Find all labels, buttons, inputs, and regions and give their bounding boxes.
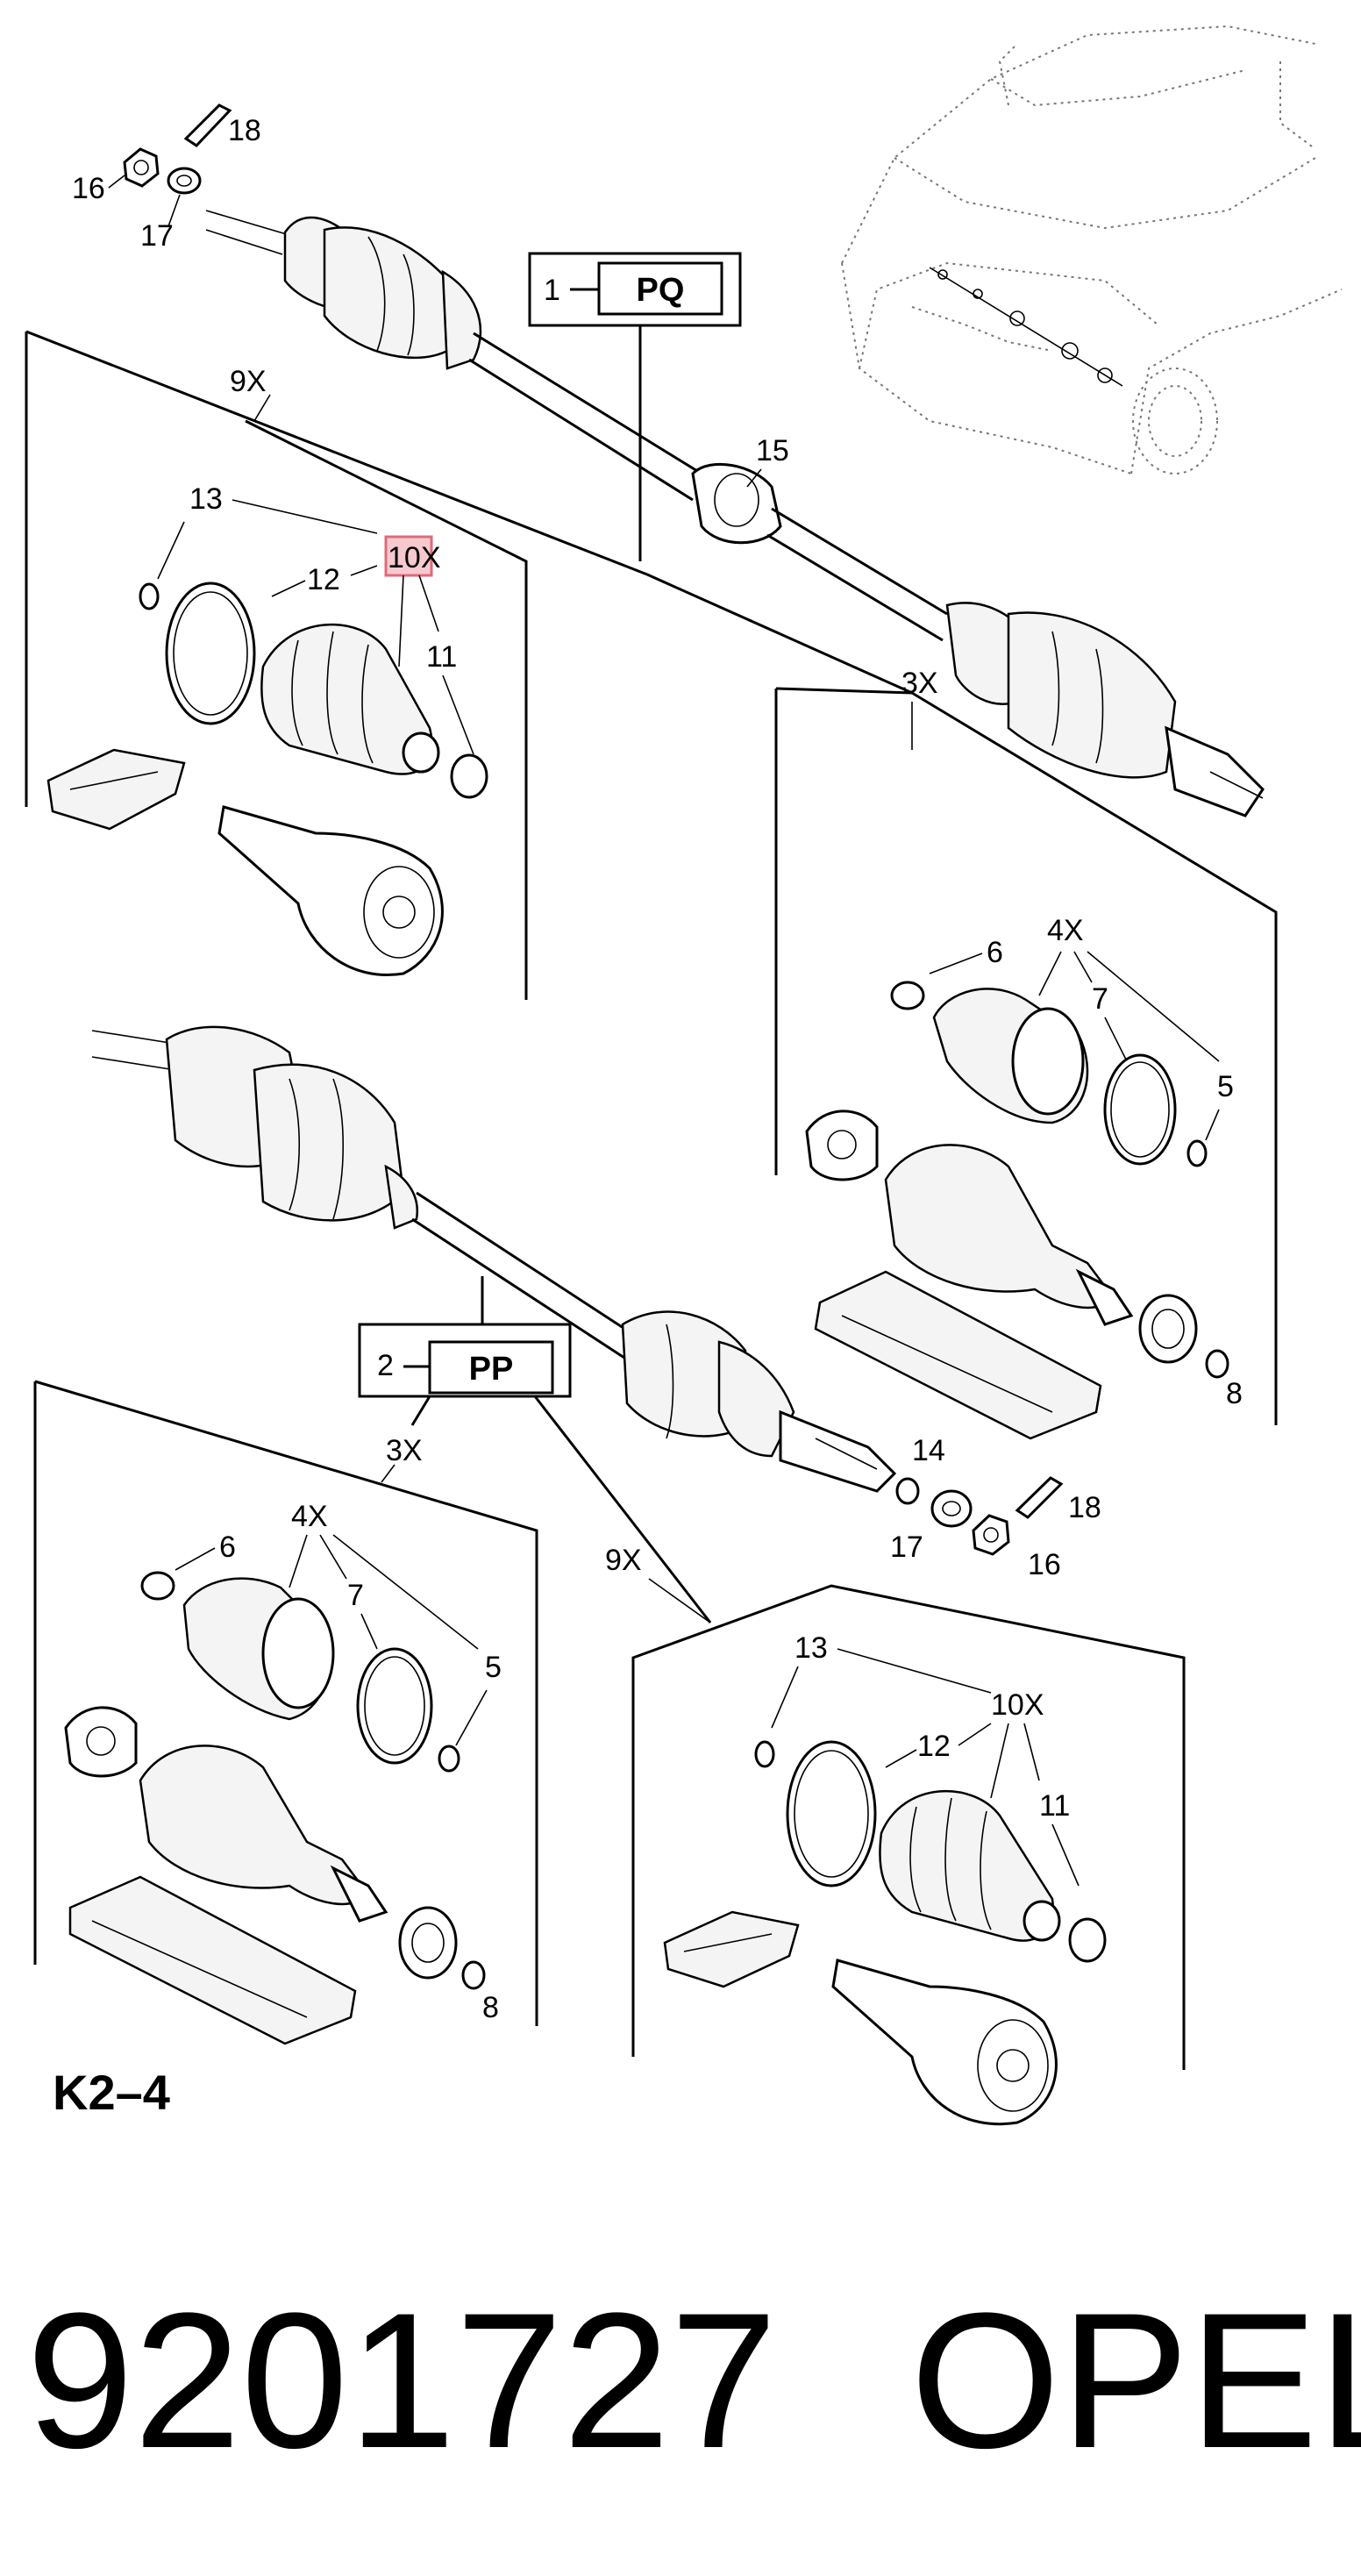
circlip-13-top [139, 582, 160, 610]
circlip-5-right [1186, 1139, 1208, 1167]
kit-9x-bottom-panel: 9X 13 10X 12 11 [605, 1544, 1186, 2126]
nut-16-top [123, 147, 160, 188]
kit-label-9x-top: 9X [230, 365, 267, 398]
kit-9x-top-panel: 9X 13 12 10X 11 [25, 330, 913, 1000]
callout-13-bottom: 13 [795, 1631, 828, 1665]
washer-17-mid [930, 1489, 973, 1528]
part-number: 9201727 [26, 2273, 777, 2488]
callout-13-top: 13 [189, 482, 223, 516]
grease-sachet-top [46, 748, 186, 831]
callout-17-mid: 17 [890, 1531, 923, 1564]
grease-sachet-right [814, 1270, 1102, 1440]
split-pin-18-mid [1015, 1476, 1064, 1519]
callout-7-left: 7 [347, 1579, 364, 1612]
kit-label-3x-bottom: 3X [386, 1434, 423, 1467]
callout-14: 14 [912, 1434, 945, 1467]
kit-label-10x-top: 10X [388, 541, 441, 574]
callout-5-right: 5 [1217, 1070, 1234, 1103]
highlight-10x [384, 535, 433, 577]
kit-label-4x-left: 4X [291, 1500, 328, 1533]
clamp-7-right [1103, 1053, 1177, 1166]
clamp-6-left [140, 1571, 175, 1601]
washer-17-top [167, 167, 202, 195]
callout-6-right: 6 [987, 936, 1003, 969]
kit-3x-top-panel: 3X 6 4X 7 5 8 [774, 667, 1278, 1440]
group-1-ref: 1 [544, 274, 560, 307]
tripod-left [64, 1706, 138, 1778]
clamp-12-top [165, 582, 256, 725]
clamp-7-left [356, 1647, 433, 1765]
callout-18-top: 18 [228, 114, 261, 147]
damper-15 [691, 462, 782, 545]
grease-sachet-left [68, 1875, 357, 2045]
grease-sachet-bottom [663, 1910, 800, 1988]
split-pin-18-top [183, 103, 232, 147]
kit-label-4x-right: 4X [1047, 914, 1084, 947]
top-callouts: 18 16 17 15 [72, 114, 789, 488]
callout-8-left: 8 [482, 1991, 499, 2024]
vehicle-locator-illustration [841, 25, 1343, 475]
seal-8-left [398, 1906, 458, 1980]
page-code: K2–4 [53, 2065, 170, 2120]
clamp-12-bottom [786, 1740, 877, 1887]
brand-name: OPEL [910, 2273, 1361, 2488]
callout-5-left: 5 [485, 1651, 502, 1684]
clamp-11-top [450, 753, 488, 799]
ring-8-left [461, 1960, 486, 1990]
clamp-6-right [890, 981, 925, 1010]
callout-15: 15 [756, 434, 789, 467]
callout-16-top: 16 [72, 172, 105, 205]
group-2-box: 2 PP [358, 1276, 712, 1623]
kit-label-9x-bottom: 9X [605, 1544, 642, 1577]
circlip-13-bottom [754, 1740, 775, 1768]
callout-12-top: 12 [307, 563, 340, 596]
callout-8-right: 8 [1226, 1377, 1243, 1410]
ring-14 [895, 1477, 920, 1505]
callout-11-bottom: 11 [1039, 1789, 1070, 1823]
group-2-code: PP [469, 1351, 514, 1388]
ring-8-right [1205, 1349, 1229, 1379]
callout-6-left: 6 [219, 1531, 236, 1564]
group-1-box: 1 PQ [528, 252, 742, 561]
callout-11-top: 11 [426, 640, 457, 674]
clamp-11-bottom [1068, 1917, 1107, 1963]
top-drive-shaft [123, 103, 1265, 817]
outer-cv-joint-bottom [831, 1959, 1058, 2126]
callout-17-top: 17 [140, 219, 174, 253]
middle-callouts: 14 17 16 18 [890, 1434, 1101, 1581]
kit-label-10x-bottom: 10X [991, 1688, 1044, 1722]
callout-7-right: 7 [1092, 982, 1108, 1016]
inner-joint-housing-left [139, 1745, 370, 1906]
callout-18-mid: 18 [1068, 1491, 1101, 1524]
circlip-5-left [438, 1745, 460, 1773]
middle-drive-shaft [91, 1025, 897, 1493]
tripod-right [805, 1110, 879, 1181]
callout-12-bottom: 12 [917, 1730, 951, 1763]
kit-3x-bottom-panel: 3X 6 4X 7 5 8 [33, 1380, 538, 2045]
nut-16-mid [972, 1514, 1010, 1556]
group-1-code: PQ [637, 272, 685, 309]
kit-label-3x-top: 3X [901, 667, 938, 700]
seal-8-right [1138, 1294, 1198, 1364]
group-2-ref: 2 [377, 1349, 394, 1382]
outer-cv-joint-top [217, 805, 444, 976]
callout-16-mid: 16 [1028, 1548, 1061, 1581]
inner-joint-housing-right [884, 1144, 1115, 1309]
